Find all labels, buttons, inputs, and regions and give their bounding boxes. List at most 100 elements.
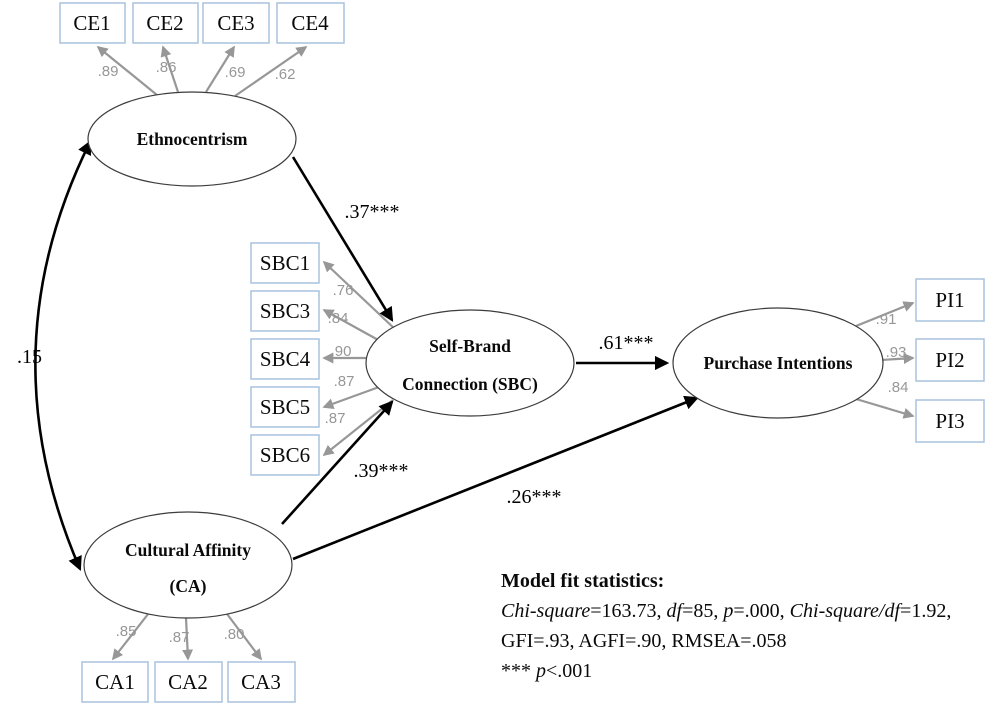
ce1-label: CE1 <box>73 11 110 35</box>
structural-paths <box>34 140 699 571</box>
ce3-label: CE3 <box>217 11 254 35</box>
fit-p-value: =.000, <box>733 600 790 622</box>
ce3-box <box>202 2 270 44</box>
coef-ce-sbc: .37*** <box>345 201 400 223</box>
sbc4-label: SBC4 <box>260 347 311 371</box>
sbc4-loading: .90 <box>331 343 352 360</box>
fit-title: Model fit statistics: <box>501 570 665 592</box>
sbc-label-line2: Connection (SBC) <box>402 374 538 394</box>
sbc5-box <box>250 386 320 428</box>
latent-ethnocentrism: Ethnocentrism <box>87 91 297 187</box>
indicator-pi1: PI1 <box>915 278 985 322</box>
ce1-loading: .89 <box>98 63 119 80</box>
ethnocentrism-label: Ethnocentrism <box>137 129 248 149</box>
model-fit-statistics: Model fit statistics: Chi-square=163.73,… <box>501 566 971 686</box>
arrow-pi1 <box>855 301 915 328</box>
sbc-ellipse <box>365 309 575 417</box>
pi-label: Purchase Intentions <box>704 353 853 373</box>
indicator-sbc5: SBC5 <box>250 386 320 428</box>
ca-label-line2: (CA) <box>170 576 207 596</box>
ce4-label: CE4 <box>291 11 329 35</box>
sbc1-label: SBC1 <box>260 251 310 275</box>
fit-df-value: =85, <box>682 600 724 622</box>
ce3-loading: .69 <box>225 64 246 81</box>
pi2-label: PI2 <box>935 348 964 372</box>
latent-cultural-affinity: Cultural Affinity (CA) <box>83 511 293 619</box>
coef-ce-ca-correlation: .15 <box>17 346 42 368</box>
arrow-ce1 <box>96 45 158 96</box>
arrow-ca1 <box>111 608 153 661</box>
latent-sbc: Self-Brand Connection (SBC) <box>365 309 575 417</box>
sbc6-label: SBC6 <box>260 443 310 467</box>
indicator-ce1: CE1 <box>59 2 126 44</box>
fit-line-significance: *** p<.001 <box>501 656 971 686</box>
fit-chisquare-df-value: =1.92, <box>900 600 952 622</box>
sbc5-label: SBC5 <box>260 395 310 419</box>
sbc3-box <box>250 290 320 332</box>
ca3-loading: .80 <box>224 626 245 643</box>
ca-label-line1: Cultural Affinity <box>125 540 251 560</box>
sbc6-box <box>250 434 320 476</box>
sbc4-box <box>250 338 320 380</box>
arrow-ca3 <box>223 609 262 661</box>
latent-purchase-intentions: Purchase Intentions <box>672 307 884 419</box>
ca2-loading: .87 <box>169 629 190 646</box>
correlation-arrow-ce-ca <box>34 140 92 571</box>
fit-line-gfi: GFI=.93, AGFI=.90, RMSEA=.058 <box>501 630 787 652</box>
fit-p-term: p <box>723 600 734 622</box>
fit-sig-p: p <box>536 660 546 682</box>
fit-line-chisquare: Chi-square=163.73, df=85, p=.000, Chi-sq… <box>501 596 971 626</box>
ca1-box <box>81 661 149 703</box>
path-ce-sbc <box>291 156 394 322</box>
ce2-label: CE2 <box>146 11 183 35</box>
ca3-box <box>227 661 296 703</box>
indicator-ca2: CA2 <box>154 661 223 703</box>
loading-labels: .89 .86 .69 .62 .76 .84 .90 .87 .87 .91 … <box>98 59 909 646</box>
pi3-loading: .84 <box>888 379 909 396</box>
pi2-loading: .93 <box>886 344 907 361</box>
ce2-box <box>132 2 199 44</box>
ca1-loading: .85 <box>116 623 137 640</box>
ca-ellipse <box>83 511 293 619</box>
fit-chisquare-value: =163.73, <box>590 600 667 622</box>
ce4-loading: .62 <box>275 66 296 83</box>
sbc1-box <box>250 242 320 284</box>
coef-sbc-pi: .61*** <box>599 332 654 354</box>
path-coefficient-labels: .37*** .39*** .26*** .61*** .15 <box>17 201 654 508</box>
arrow-sbc5 <box>322 385 380 409</box>
sbc6-loading: .87 <box>325 410 346 427</box>
pi3-box <box>915 399 985 443</box>
ce-loading-arrows <box>96 45 308 97</box>
ca3-label: CA3 <box>241 670 281 694</box>
indicator-sbc3: SBC3 <box>250 290 320 332</box>
indicator-ce2: CE2 <box>132 2 199 44</box>
arrow-pi3 <box>855 397 915 419</box>
fit-sig-threshold: <.001 <box>546 660 593 682</box>
pi2-box <box>915 338 985 382</box>
arrow-ce4 <box>234 46 308 97</box>
pi-ellipse <box>672 307 884 419</box>
fit-stars: *** <box>501 660 536 682</box>
coef-ca-pi: .26*** <box>507 486 562 508</box>
sbc3-label: SBC3 <box>260 299 310 323</box>
arrow-ce3 <box>205 45 235 93</box>
sbc5-loading: .87 <box>334 373 355 390</box>
indicator-pi3: PI3 <box>915 399 985 443</box>
sbc3-loading: .84 <box>328 310 349 327</box>
indicator-sbc1: SBC1 <box>250 242 320 284</box>
indicator-ce4: CE4 <box>276 2 345 44</box>
ethnocentrism-ellipse <box>87 91 297 187</box>
arrow-sbc6 <box>322 399 394 457</box>
ca2-label: CA2 <box>168 670 208 694</box>
fit-df-term: df <box>666 600 683 622</box>
indicator-ca1: CA1 <box>81 661 149 703</box>
indicator-ca3: CA3 <box>227 661 296 703</box>
arrow-sbc3 <box>322 309 381 342</box>
ce1-box <box>59 2 126 44</box>
ce2-loading: .86 <box>156 59 177 76</box>
sbc1-loading: .76 <box>333 282 354 299</box>
pi1-label: PI1 <box>935 288 964 312</box>
fit-chisquare-df-term: Chi-square/df <box>789 600 901 622</box>
